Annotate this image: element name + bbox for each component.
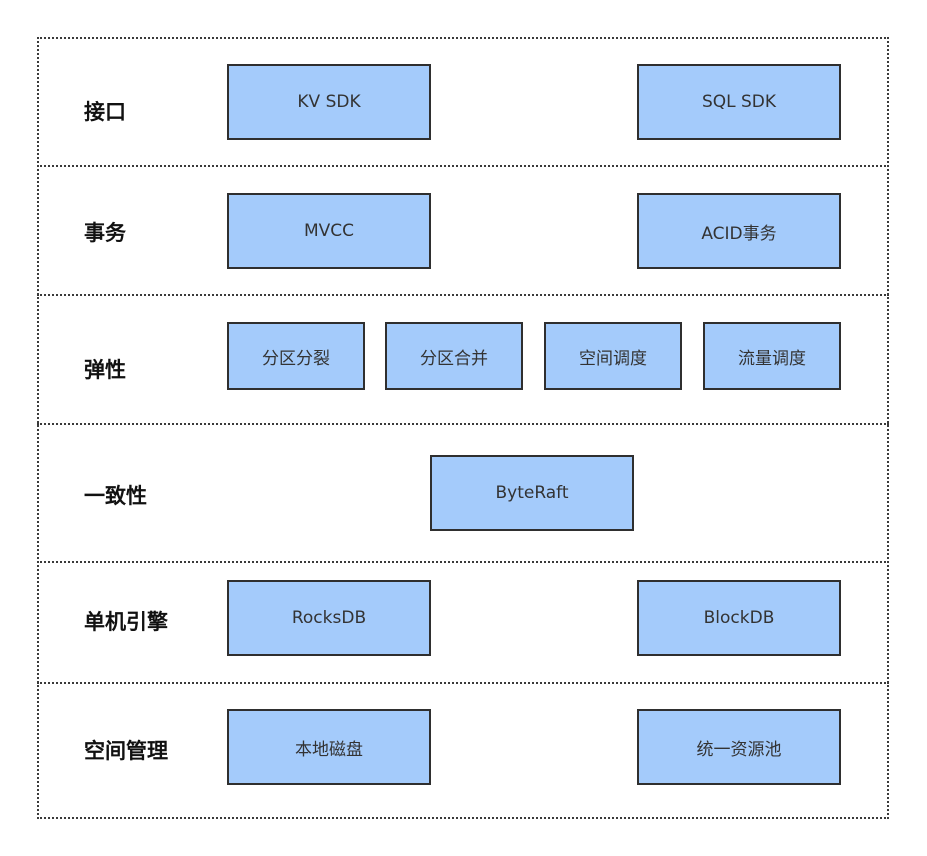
box-partition-merge: 分区合并 (385, 322, 523, 390)
layer-label-elasticity: 弹性 (84, 358, 126, 382)
layer-separator (37, 294, 889, 296)
box-space-scheduling: 空间调度 (544, 322, 682, 390)
layer-label-consistency: 一致性 (84, 484, 147, 508)
box-acid-transaction: ACID事务 (637, 193, 841, 269)
box-blockdb: BlockDB (637, 580, 841, 656)
box-unified-resource-pool: 统一资源池 (637, 709, 841, 785)
layer-label-storage-engine: 单机引擎 (84, 610, 168, 634)
layer-separator (37, 561, 889, 563)
box-local-disk: 本地磁盘 (227, 709, 431, 785)
box-sql-sdk: SQL SDK (637, 64, 841, 140)
box-byteraft: ByteRaft (430, 455, 634, 531)
box-partition-split: 分区分裂 (227, 322, 365, 390)
layer-separator (37, 682, 889, 684)
layer-label-transaction: 事务 (84, 221, 126, 245)
box-mvcc: MVCC (227, 193, 431, 269)
box-rocksdb: RocksDB (227, 580, 431, 656)
box-traffic-scheduling: 流量调度 (703, 322, 841, 390)
layer-separator (37, 165, 889, 167)
layer-label-space-management: 空间管理 (84, 739, 168, 763)
diagram-frame (37, 37, 889, 819)
box-kv-sdk: KV SDK (227, 64, 431, 140)
layer-separator (37, 423, 889, 425)
layer-label-interface: 接口 (84, 100, 126, 124)
